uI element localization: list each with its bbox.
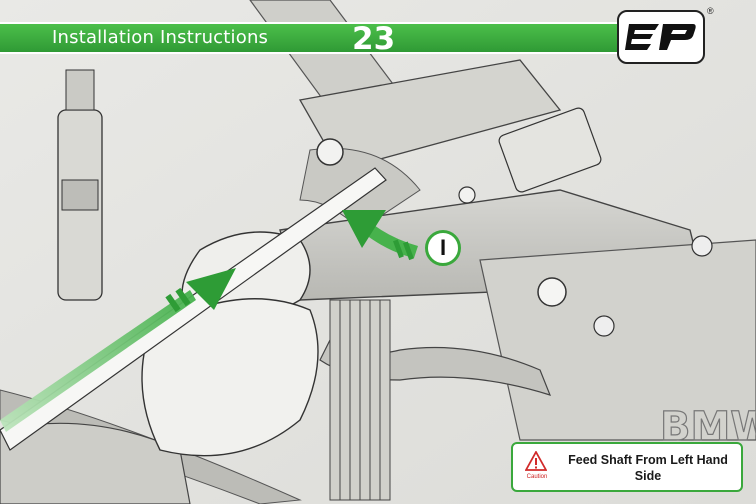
brand-logo: [617, 10, 705, 64]
caution-label: Caution: [521, 474, 553, 480]
step-marker-badge: I: [425, 230, 461, 266]
step-number: 23: [352, 21, 395, 57]
warning-triangle-icon: [525, 451, 547, 471]
caution-message: Feed Shaft From Left Hand Side: [559, 452, 737, 484]
header-bar: Installation Instructions 23: [0, 22, 620, 54]
ep-logo-icon: [625, 22, 697, 52]
page-title: Installation Instructions: [52, 27, 268, 48]
caution-note: Caution Feed Shaft From Left Hand Side: [511, 442, 743, 492]
registered-mark: ®: [707, 6, 714, 16]
